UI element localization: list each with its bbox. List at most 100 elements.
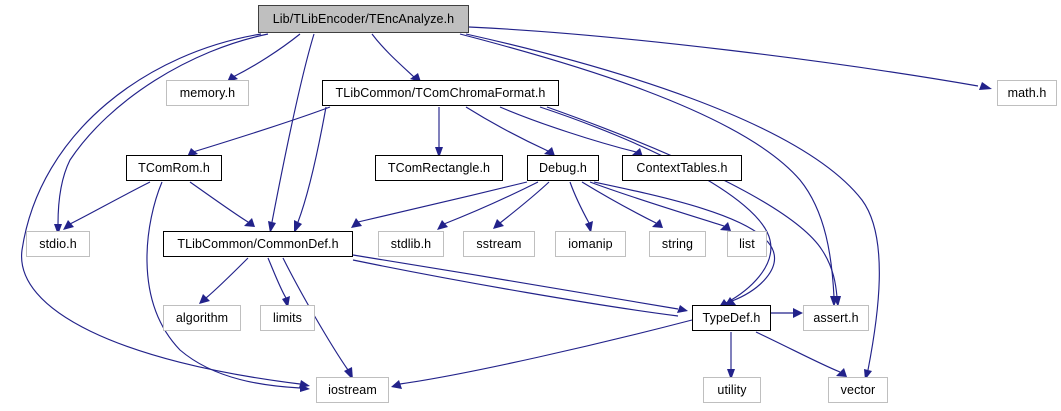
node-label: stdio.h bbox=[39, 236, 77, 251]
node-vector[interactable]: vector bbox=[828, 377, 888, 403]
arrowhead-root-math bbox=[979, 82, 992, 90]
node-tcomrectangle-h[interactable]: TComRectangle.h bbox=[375, 155, 503, 181]
arrowhead-chroma-commondef bbox=[294, 220, 302, 233]
edge-chroma-commondef bbox=[297, 106, 327, 223]
node-label: iomanip bbox=[568, 236, 613, 251]
edge-root-math bbox=[468, 26, 979, 87]
edge-tcomrom-stdio bbox=[69, 181, 151, 225]
edge-debug-iomanip bbox=[569, 181, 590, 224]
node-algorithm[interactable]: algorithm bbox=[163, 305, 241, 331]
arrowhead-debug-commondef bbox=[351, 218, 362, 228]
arrowhead-debug-list bbox=[720, 222, 731, 231]
edge-debug-string bbox=[581, 181, 657, 224]
arrowhead-debug-iomanip bbox=[585, 221, 593, 233]
arrowhead-root-commondef bbox=[268, 221, 276, 233]
node-stdio-h[interactable]: stdio.h bbox=[26, 231, 90, 257]
node-label: TLibCommon/TComChromaFormat.h bbox=[335, 85, 546, 100]
node-label: sstream bbox=[476, 236, 522, 251]
node-label: list bbox=[739, 236, 755, 251]
edge-commondef-typedef-b bbox=[352, 259, 679, 317]
arrowhead-root-stdio bbox=[54, 224, 62, 235]
node-label: TComRom.h bbox=[138, 160, 210, 175]
edge-root-memory bbox=[232, 33, 301, 78]
edge-chroma-typedef bbox=[539, 106, 772, 304]
node-sstream[interactable]: sstream bbox=[463, 231, 535, 257]
node-debug-h[interactable]: Debug.h bbox=[527, 155, 599, 181]
node-list[interactable]: list bbox=[727, 231, 767, 257]
node-label: limits bbox=[272, 310, 303, 325]
arrowhead-debug-typedef bbox=[725, 297, 736, 305]
node-label: utility bbox=[717, 382, 747, 397]
node-iomanip[interactable]: iomanip bbox=[555, 231, 626, 257]
node-label: TypeDef.h bbox=[702, 310, 761, 325]
edge-debug-sstream bbox=[499, 181, 550, 224]
node-label: math.h bbox=[1007, 85, 1047, 100]
edge-debug-commondef bbox=[357, 181, 528, 223]
edge-root-assert bbox=[459, 33, 835, 298]
node-label: Debug.h bbox=[539, 160, 587, 175]
node-utility[interactable]: utility bbox=[703, 377, 761, 403]
node-label: algorithm bbox=[175, 310, 229, 325]
node-typedef-h[interactable]: TypeDef.h bbox=[692, 305, 771, 331]
arrowhead-root-chroma bbox=[410, 73, 421, 82]
node-label: Lib/TLibEncoder/TEncAnalyze.h bbox=[272, 11, 455, 26]
node-label: assert.h bbox=[813, 310, 859, 325]
arrowhead-chroma-ctxtables bbox=[632, 148, 643, 157]
arrowhead-debug-sstream bbox=[493, 219, 504, 229]
edge-root-chroma bbox=[371, 33, 415, 78]
arrowhead-chroma-assert bbox=[833, 296, 841, 307]
node-iostream[interactable]: iostream bbox=[316, 377, 389, 403]
node-stdlib-h[interactable]: stdlib.h bbox=[378, 231, 444, 257]
edge-commondef-typedef bbox=[352, 254, 679, 310]
node-label: iostream bbox=[328, 382, 377, 397]
node-tcomrom-h[interactable]: TComRom.h bbox=[126, 155, 222, 181]
arrowhead-chroma-tcomrect bbox=[435, 147, 443, 158]
arrowhead-root-memory bbox=[227, 73, 238, 82]
edge-root-stdio bbox=[57, 33, 269, 225]
node-label: memory.h bbox=[179, 85, 236, 100]
node-assert-h[interactable]: assert.h bbox=[803, 305, 869, 331]
arrowhead-tcomrom-stdio bbox=[63, 220, 74, 230]
arrowhead-debug-stdlib bbox=[437, 220, 448, 230]
arrowhead-chroma-tcomrom bbox=[187, 148, 198, 157]
arrowhead-commondef-iostream bbox=[344, 367, 353, 380]
edge-commondef-limits bbox=[267, 257, 287, 299]
arrowhead-typedef-vector bbox=[836, 368, 847, 377]
edge-debug-stdlib bbox=[443, 181, 539, 225]
arrowhead-tcomrom-iostream bbox=[300, 384, 310, 392]
node-label: TComRectangle.h bbox=[387, 160, 491, 175]
edge-chroma-tcomrom bbox=[192, 106, 331, 153]
edge-debug-list bbox=[589, 181, 725, 227]
node-string[interactable]: string bbox=[649, 231, 706, 257]
node-tlibcommon-tcomchromaformat-h[interactable]: TLibCommon/TComChromaFormat.h bbox=[322, 80, 559, 106]
edge-typedef-iostream bbox=[399, 319, 693, 385]
node-limits[interactable]: limits bbox=[260, 305, 315, 331]
node-label: stdlib.h bbox=[390, 236, 432, 251]
node-math-h[interactable]: math.h bbox=[997, 80, 1057, 106]
node-lib-tlibencoder-tencanalyze-h[interactable]: Lib/TLibEncoder/TEncAnalyze.h bbox=[258, 5, 469, 33]
arrowhead-typedef-utility bbox=[727, 369, 735, 380]
edge-root-vector bbox=[465, 33, 880, 371]
edge-group bbox=[21, 26, 992, 392]
edge-root-commondef bbox=[271, 33, 315, 223]
edge-chroma-ctxtables bbox=[499, 106, 637, 153]
arrowhead-typedef-assert bbox=[793, 308, 803, 318]
arrowhead-tcomrom-commondef bbox=[244, 218, 255, 227]
node-contexttables-h[interactable]: ContextTables.h bbox=[622, 155, 742, 181]
arrowhead-commondef-typedef bbox=[677, 305, 688, 313]
node-label: ContextTables.h bbox=[636, 160, 728, 175]
arrowhead-typedef-iostream bbox=[391, 380, 402, 389]
node-memory-h[interactable]: memory.h bbox=[166, 80, 249, 106]
arrowhead-chroma-debug bbox=[544, 147, 555, 156]
arrowhead-debug-string bbox=[652, 219, 663, 228]
arrowhead-commondef-algorithm bbox=[199, 294, 210, 304]
edge-tcomrom-iostream bbox=[146, 181, 301, 389]
edge-tcomrom-commondef bbox=[189, 181, 249, 223]
node-label: TLibCommon/CommonDef.h bbox=[177, 236, 339, 251]
edge-chroma-debug bbox=[465, 106, 549, 152]
node-tlibcommon-commondef-h[interactable]: TLibCommon/CommonDef.h bbox=[163, 231, 353, 257]
edge-root-iostream bbox=[21, 33, 301, 385]
node-label: string bbox=[661, 236, 694, 251]
